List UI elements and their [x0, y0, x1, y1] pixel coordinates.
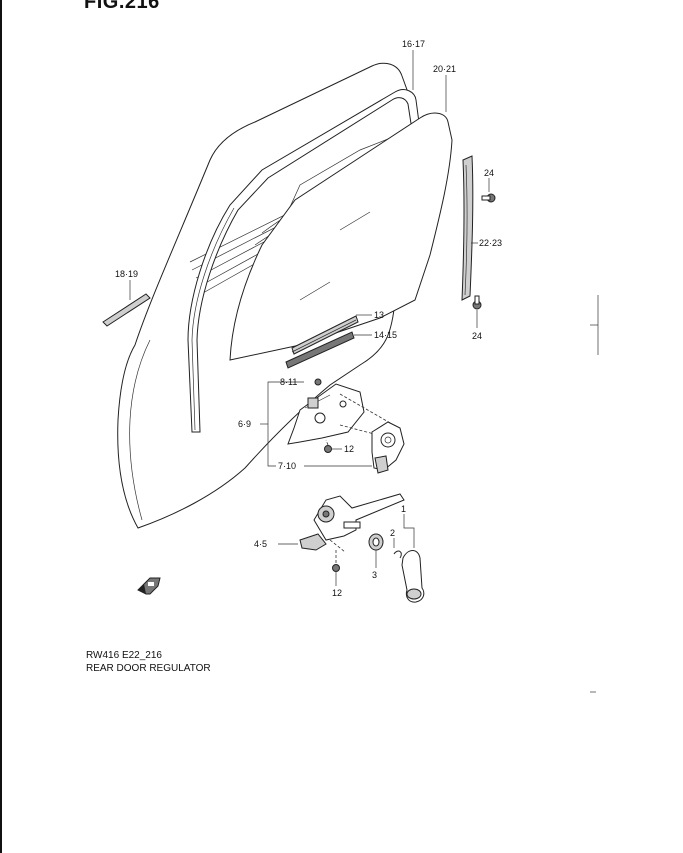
callout-1: 1: [401, 504, 406, 514]
front-direction-arrow-icon: [137, 577, 161, 595]
callout-13: 13: [374, 310, 384, 320]
handle-clip-2: [393, 550, 402, 559]
washer-3: [368, 533, 384, 551]
bolt-8-11: [314, 378, 322, 386]
callout-12-upper: 12: [344, 444, 354, 454]
belt-moulding-18-19: [102, 293, 151, 327]
bolt-12-lower: [332, 550, 340, 572]
rear-sash-channel: [461, 155, 474, 301]
diagram-code: RW416 E22_216: [86, 650, 162, 661]
callout-12-lower: 12: [332, 588, 342, 598]
callout-24-top: 24: [484, 168, 494, 178]
door-glass: [229, 112, 453, 361]
callout-7-10: 7·10: [278, 461, 296, 471]
manual-regulator: [299, 493, 405, 553]
callout-3: 3: [372, 570, 377, 580]
callout-6-9: 6·9: [238, 419, 251, 429]
bolt-24-top: [481, 193, 496, 203]
callout-24-bottom: 24: [472, 331, 482, 341]
power-regulator: [287, 383, 405, 474]
callout-8-11: 8·11: [280, 377, 297, 387]
figure-title: FIG.216: [84, 0, 160, 13]
callout-14-15: 14·15: [374, 330, 397, 340]
callout-22-23: 22·23: [479, 238, 502, 248]
diagram-name: REAR DOOR REGULATOR: [86, 663, 211, 674]
callout-20-21: 20·21: [433, 64, 456, 74]
callout-18-19: 18·19: [115, 269, 138, 279]
bolt-12-upper: [324, 439, 332, 453]
bolt-24-bottom: [472, 295, 482, 310]
callout-16-17: 16·17: [402, 39, 425, 49]
window-weatherstrips: [285, 315, 359, 369]
page-border: [0, 0, 2, 853]
leader-lines: [129, 50, 599, 693]
callout-4-5: 4·5: [254, 539, 267, 549]
callout-2: 2: [390, 528, 395, 538]
window-handle-1: [401, 550, 425, 603]
